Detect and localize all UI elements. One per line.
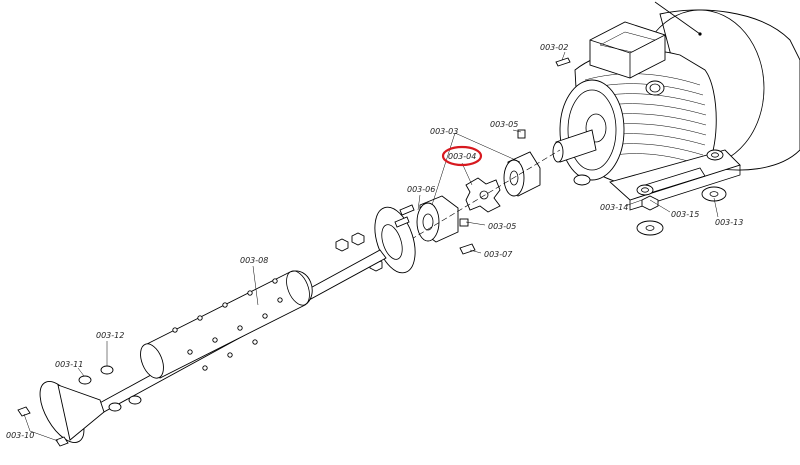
part-label-003-05-bottom: 003-05 bbox=[488, 222, 516, 231]
part-label-003-04: 003-04 bbox=[448, 152, 476, 161]
highlight-ring bbox=[441, 145, 483, 167]
part-label-003-13: 003-13 bbox=[715, 218, 743, 227]
leader-lines bbox=[23, 51, 719, 442]
part-label-003-06: 003-06 bbox=[407, 185, 435, 194]
electric-motor bbox=[552, 1, 800, 211]
part-label-003-07: 003-07 bbox=[484, 250, 513, 259]
part-label-003-03: 003-03 bbox=[430, 127, 458, 136]
part-label-003-14: 003-14 bbox=[600, 203, 628, 212]
part-label-003-11: 003-11 bbox=[55, 360, 83, 369]
part-label-003-05-top: 003-05 bbox=[490, 120, 518, 129]
coupling-assembly bbox=[379, 129, 561, 259]
part-label-003-12: 003-12 bbox=[96, 331, 124, 340]
drum-bolts bbox=[172, 278, 283, 371]
part-label-003-10: 003-10 bbox=[6, 431, 34, 440]
part-label-003-15: 003-15 bbox=[671, 210, 699, 219]
part-label-003-08: 003-08 bbox=[240, 256, 268, 265]
part-label-003-02: 003-02 bbox=[540, 43, 568, 52]
motor-mount-hardware bbox=[555, 57, 727, 236]
drive-shaft-and-drum bbox=[17, 204, 416, 447]
